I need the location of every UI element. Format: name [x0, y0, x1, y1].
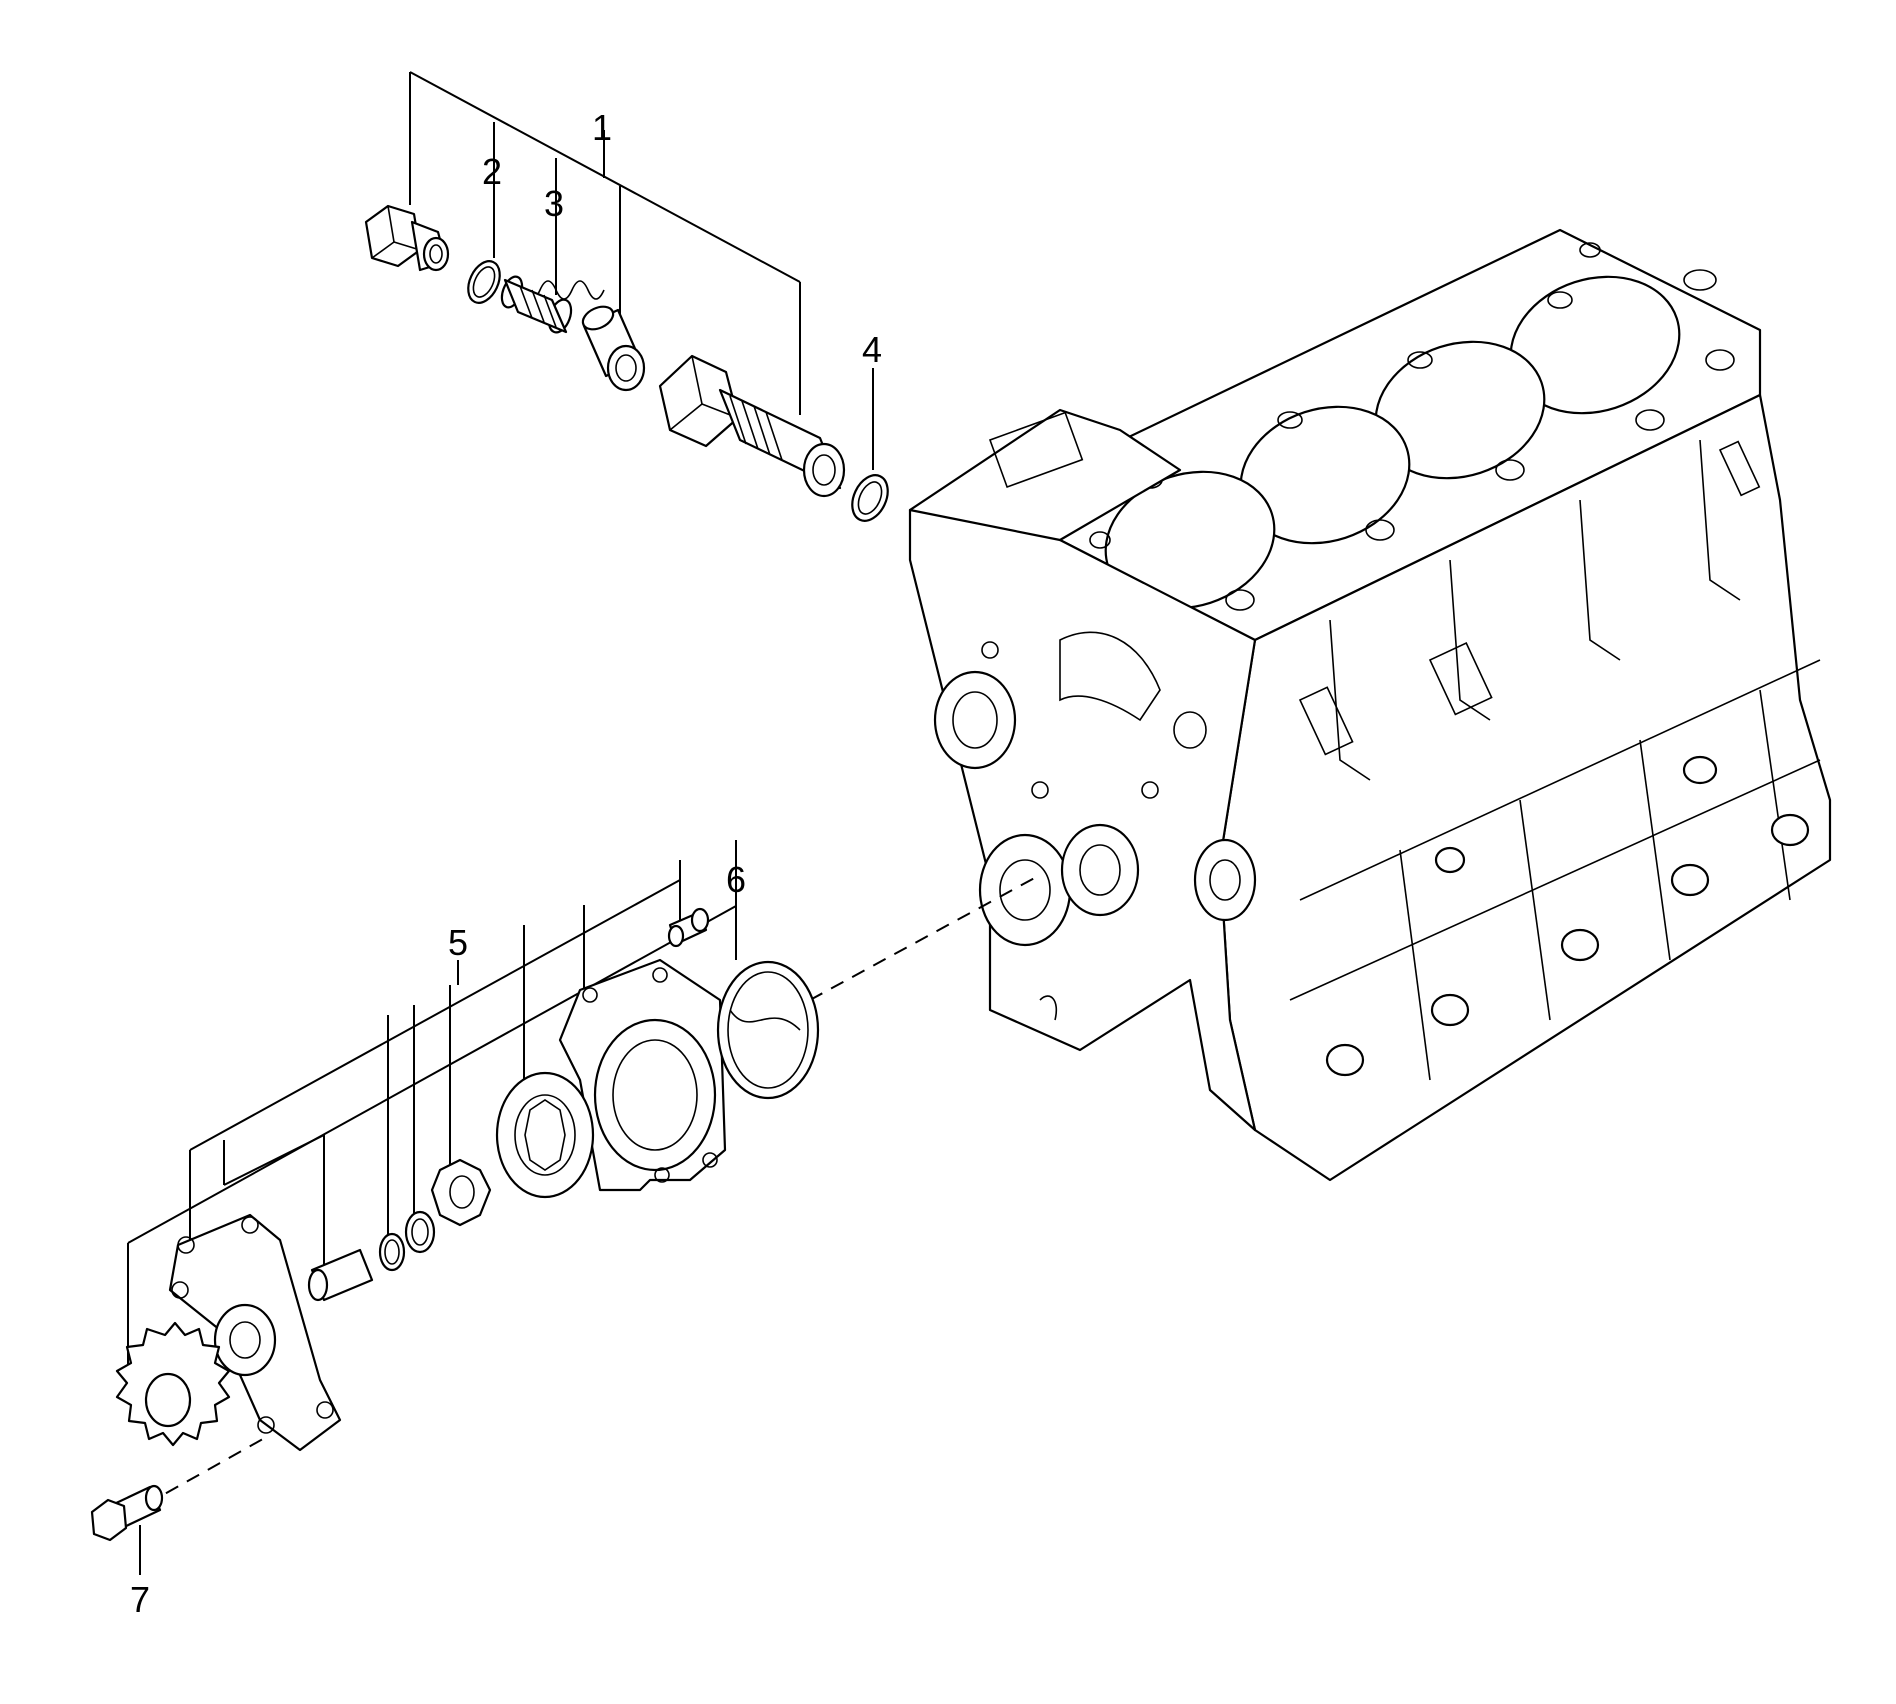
- callout-4: 4: [862, 329, 882, 370]
- pump-bolt-small: [667, 907, 710, 948]
- pump-cover: [558, 958, 727, 1192]
- pump-washers: [378, 1210, 436, 1272]
- o-ring-part-6: [716, 960, 820, 1100]
- callout-5: 5: [448, 922, 468, 963]
- front-face-details: [933, 631, 1257, 1021]
- assembly-dash-line-block: [809, 874, 1041, 1001]
- inner-rotor: [430, 1158, 492, 1227]
- engine-block: [908, 228, 1832, 1182]
- pump-shaft: [307, 1248, 374, 1302]
- relief-valve-plug: [364, 204, 450, 272]
- leader-lines-group-5: [127, 840, 737, 1575]
- callout-6: 6: [726, 859, 746, 900]
- callout-2: 2: [482, 151, 502, 192]
- block-bosses: [1325, 755, 1810, 1077]
- callout-labels: 1 2 3 4 5 6 7: [130, 107, 882, 1620]
- valve-piston: [581, 305, 646, 392]
- assembly-dash-line-bolt: [144, 1434, 271, 1506]
- callout-1: 1: [592, 107, 612, 148]
- spring-part-3: [500, 275, 605, 334]
- pump-gear: [115, 1321, 231, 1447]
- block-ribs: [1289, 439, 1821, 1081]
- washer-part-2: [467, 260, 501, 304]
- pump-body: [168, 1213, 342, 1452]
- callout-3: 3: [544, 183, 564, 224]
- valve-body: [658, 354, 846, 498]
- o-ring-part-4: [851, 474, 889, 522]
- pump-bolt-part-7: [90, 1484, 164, 1542]
- outer-rotor: [495, 1071, 595, 1199]
- leader-lines-group-1: [409, 71, 874, 470]
- deck-holes: [1089, 242, 1735, 611]
- callout-7: 7: [130, 1579, 150, 1620]
